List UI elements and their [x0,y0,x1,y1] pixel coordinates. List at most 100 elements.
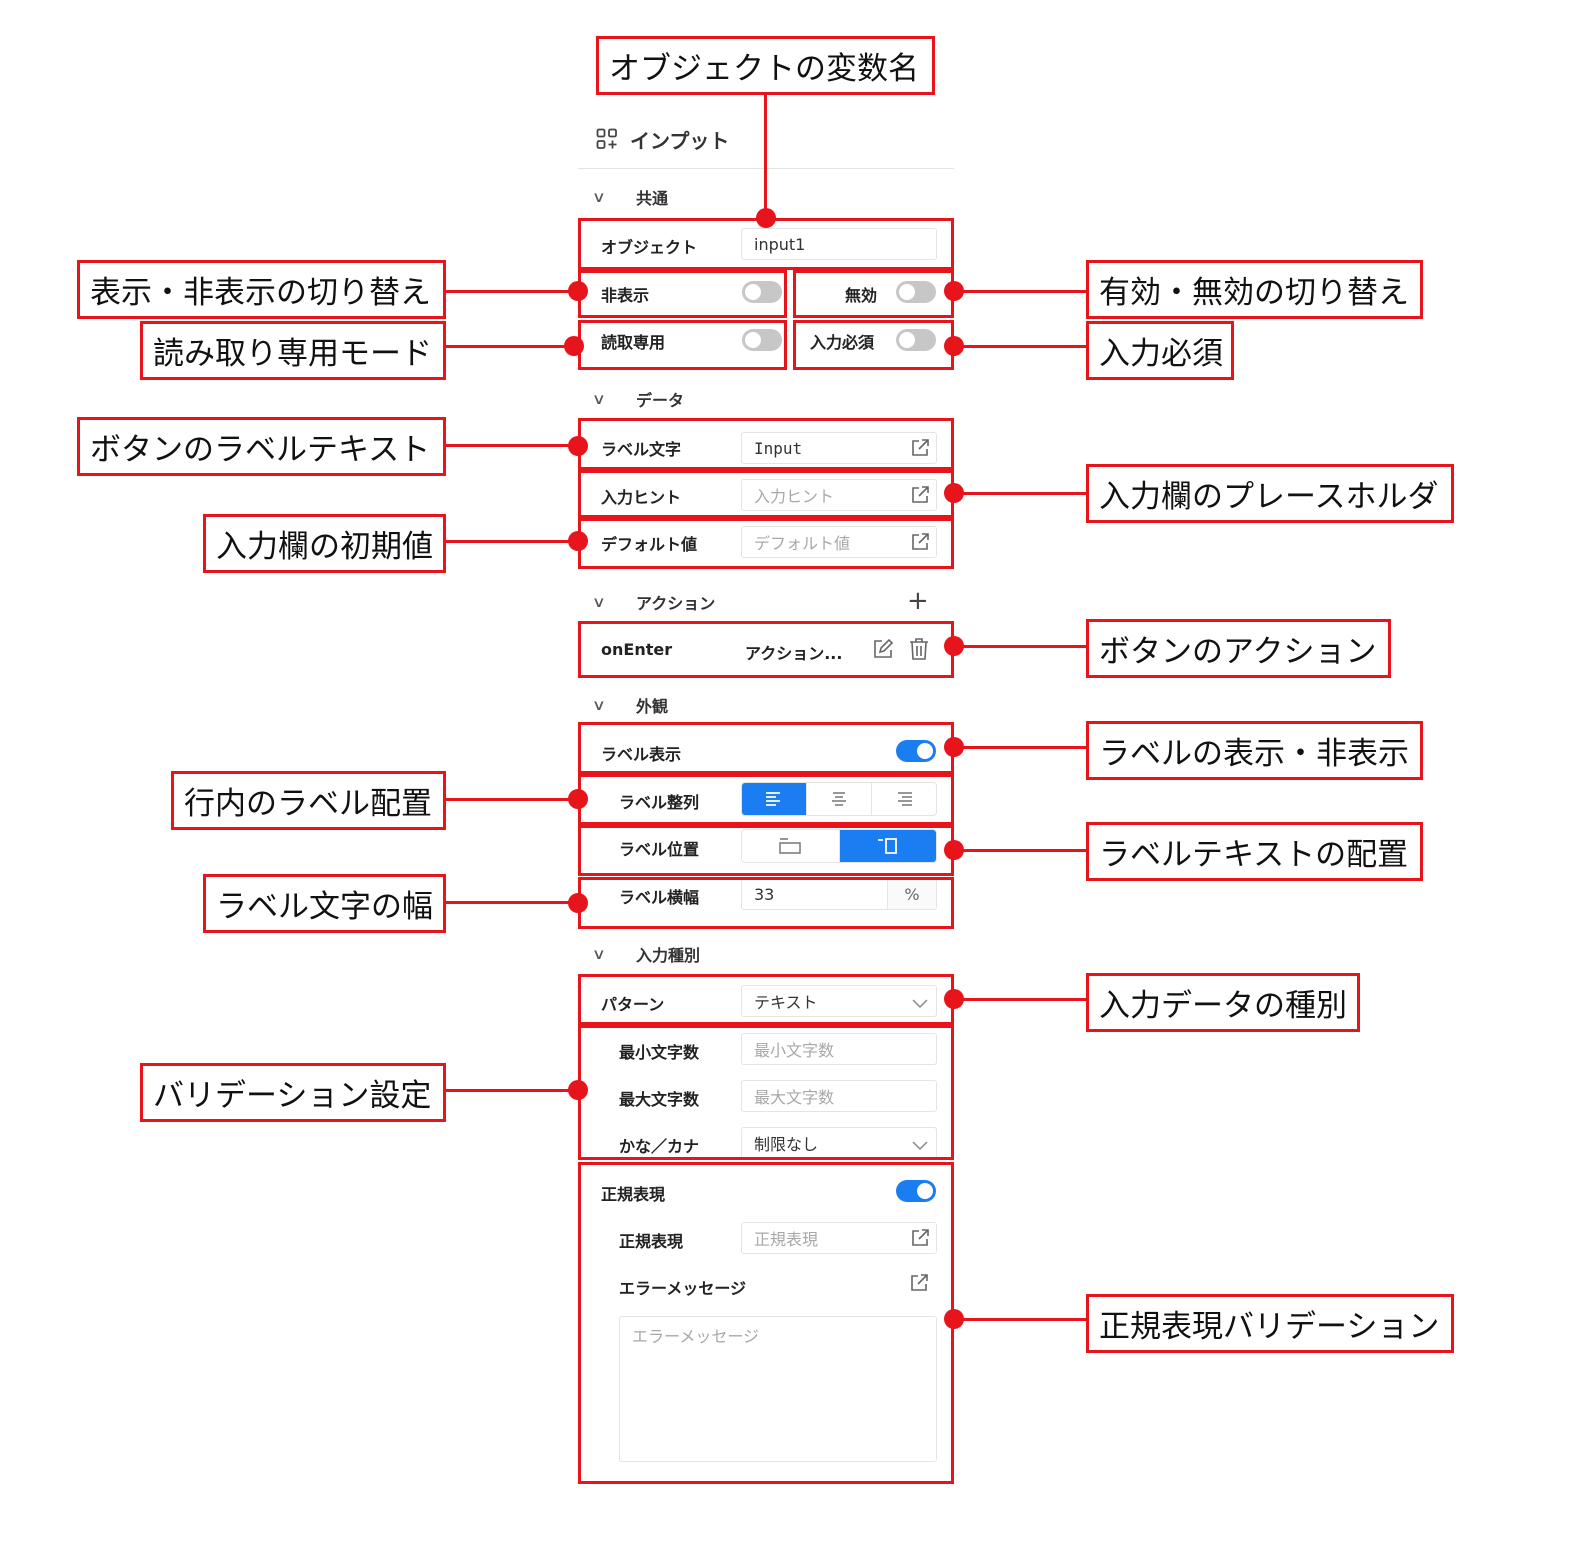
label-position-label: ラベル位置 [619,840,700,859]
edit-icon[interactable] [872,638,894,660]
callout-label-inline-align: 行内のラベル配置 [171,771,446,830]
callout-readonly: 読み取り専用モード [140,321,446,380]
chevron-down-icon: ∨ [591,390,607,408]
highlight-required [793,320,954,370]
external-link-icon[interactable] [910,438,930,458]
position-left-option[interactable] [838,830,936,862]
pattern-value: テキスト [754,993,818,1012]
highlight-action [578,621,954,678]
kana-select[interactable]: 制限なし [741,1127,937,1159]
connector [446,444,578,447]
highlight-readonly [578,320,787,370]
min-chars-label: 最小文字数 [619,1043,700,1062]
connector [954,998,1086,1001]
section-action[interactable]: ∨ アクション [592,590,716,614]
connector [954,345,1086,348]
section-data[interactable]: ∨ データ [592,387,685,411]
highlight-label-visible [578,722,954,774]
connector-dot [568,893,588,913]
default-value-label: デフォルト値 [601,535,698,554]
section-common[interactable]: ∨ 共通 [592,185,669,209]
connector [954,849,1086,852]
highlight-validation [578,1025,954,1160]
connector-dot [568,789,588,809]
max-chars-input[interactable]: 最大文字数 [741,1080,937,1112]
align-left-option[interactable] [742,783,806,815]
connector-dot [568,436,588,456]
chevron-down-icon: ∨ [591,696,607,714]
connector [954,645,1086,648]
object-label: オブジェクト [601,238,698,257]
label-width-unit: % [887,879,936,909]
connector-dot [944,989,964,1009]
section-appearance[interactable]: ∨ 外観 [592,693,669,717]
position-top-option[interactable] [742,830,839,862]
callout-placeholder: 入力欄のプレースホルダ [1086,464,1454,523]
align-center-icon [832,792,846,806]
section-title: 共通 [636,189,669,208]
highlight-label-text [578,418,954,470]
section-title: アクション [636,594,716,613]
chevron-down-icon [912,999,928,1009]
callout-regex-validation: 正規表現バリデーション [1086,1294,1454,1353]
align-right-option[interactable] [871,783,936,815]
pattern-select[interactable]: テキスト [741,985,937,1017]
label-text-input[interactable]: Input [741,432,937,464]
external-link-icon[interactable] [910,485,930,505]
label-position-segmented[interactable] [741,829,937,863]
disabled-toggle[interactable] [896,281,936,303]
error-message-textarea[interactable]: エラーメッセージ [619,1316,937,1462]
trash-icon[interactable] [908,637,930,661]
highlight-label-align [578,774,954,825]
connector-dot [756,208,776,228]
object-name-input[interactable]: input1 [741,228,937,260]
external-link-icon[interactable] [909,1273,929,1293]
connector-dot [944,1309,964,1329]
highlight-hint [578,470,954,518]
chevron-down-icon: ∨ [591,593,607,611]
connector [954,492,1086,495]
panel-title: インプット [630,128,730,153]
label-align-segmented[interactable] [741,782,937,816]
default-value-placeholder: デフォルト値 [754,534,851,553]
connector [446,901,578,904]
highlight-pattern [578,974,954,1025]
readonly-toggle[interactable] [742,329,782,351]
connector [446,345,578,348]
regex-placeholder: 正規表現 [754,1230,819,1249]
section-title: 入力種別 [636,946,701,965]
connector-dot [944,483,964,503]
callout-label-toggle: ラベルの表示・非表示 [1086,721,1423,780]
external-link-icon[interactable] [910,532,930,552]
hidden-toggle[interactable] [742,281,782,303]
error-message-label: エラーメッセージ [619,1279,747,1298]
external-link-icon[interactable] [910,1228,930,1248]
callout-initial-value: 入力欄の初期値 [203,514,446,573]
align-center-option[interactable] [806,783,871,815]
align-left-icon [766,792,780,806]
action-name[interactable]: アクション... [745,644,843,663]
hint-input[interactable]: 入力ヒント [741,479,937,511]
connector-dot [568,531,588,551]
add-action-button[interactable]: + [907,586,929,616]
section-title: データ [636,391,685,410]
section-input-type[interactable]: ∨ 入力種別 [592,942,701,966]
default-value-input[interactable]: デフォルト値 [741,526,937,558]
kana-label: かな／カナ [619,1137,700,1156]
hidden-label: 非表示 [601,286,650,305]
label-width-field[interactable]: 33 % [741,878,937,910]
section-title: 外観 [636,697,669,716]
regex-input[interactable]: 正規表現 [741,1222,937,1254]
callout-enable: 有効・無効の切り替え [1086,260,1423,319]
callout-required: 入力必須 [1086,321,1234,380]
highlight-regex [578,1162,954,1484]
connector-dot [568,1080,588,1100]
hint-label: 入力ヒント [601,488,682,507]
required-toggle[interactable] [896,329,936,351]
regex-toggle[interactable] [896,1180,936,1202]
label-visible-toggle[interactable] [896,740,936,762]
highlight-disabled [793,270,954,318]
label-width-input[interactable]: 33 [754,884,775,904]
min-chars-input[interactable]: 最小文字数 [741,1033,937,1065]
highlight-hidden [578,270,787,318]
